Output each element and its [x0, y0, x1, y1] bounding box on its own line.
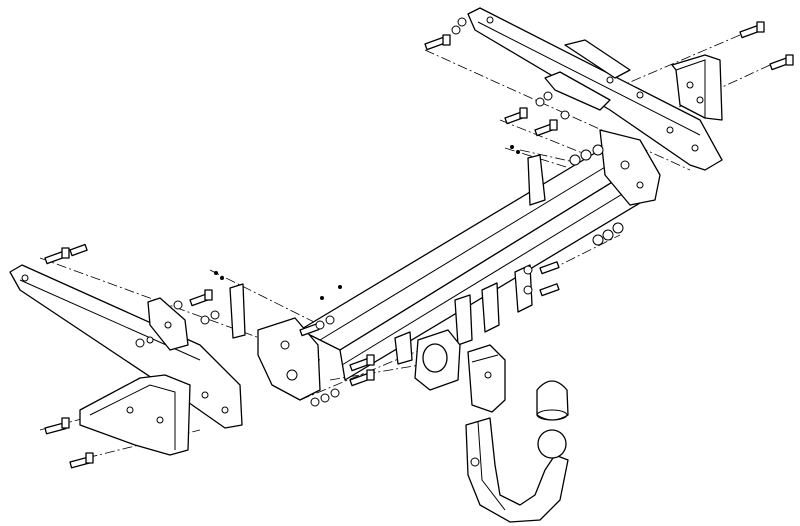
bolt — [189, 289, 213, 307]
crossbar-mounting-tabs — [454, 154, 546, 346]
washer — [592, 144, 604, 156]
right-side-arm — [467, 7, 723, 171]
bolt — [739, 21, 765, 39]
small-bracket-left — [229, 283, 246, 339]
electrical-socket — [394, 329, 461, 391]
washer — [210, 310, 220, 320]
left-spacer-plate — [147, 297, 189, 351]
washer — [602, 229, 614, 241]
nut — [516, 150, 520, 154]
nut — [214, 271, 218, 275]
bolt — [69, 243, 88, 257]
main-crossbar — [299, 149, 646, 381]
washer — [315, 320, 325, 330]
nut — [510, 145, 514, 149]
towball-neck — [465, 417, 569, 523]
washer — [320, 393, 330, 403]
washer — [612, 222, 624, 234]
bolt — [539, 261, 560, 275]
right-spacer-plate — [544, 39, 631, 111]
washer — [560, 110, 570, 120]
nut — [320, 296, 324, 300]
bolt — [534, 119, 558, 137]
bolt — [424, 34, 451, 51]
towball-cap — [536, 380, 569, 421]
right-l-bracket — [671, 54, 723, 121]
socket-bracket — [467, 344, 506, 413]
bolt — [539, 283, 560, 297]
washer — [457, 17, 467, 27]
crossbar-right-end-plate — [599, 129, 661, 206]
bolt — [44, 247, 70, 265]
fasteners — [44, 17, 794, 469]
nut — [592, 234, 604, 246]
washer — [535, 97, 545, 107]
washer — [523, 285, 533, 295]
bolt — [349, 354, 375, 372]
crossbar-left-end-plate — [257, 317, 321, 401]
washer — [580, 149, 592, 161]
bolt — [349, 369, 375, 387]
washer — [200, 315, 210, 325]
washer — [523, 265, 533, 275]
bolt — [44, 417, 70, 435]
nut — [569, 154, 581, 166]
nut — [220, 276, 224, 280]
bolt — [769, 54, 794, 71]
washer — [325, 315, 335, 325]
washer — [451, 25, 461, 35]
bolt — [504, 107, 528, 125]
bolt — [69, 452, 94, 469]
left-l-bracket — [79, 374, 191, 456]
washer — [310, 397, 320, 407]
washer — [330, 388, 340, 398]
nut — [135, 338, 145, 348]
nut — [338, 285, 342, 289]
washer — [543, 91, 553, 101]
washer — [173, 300, 183, 310]
